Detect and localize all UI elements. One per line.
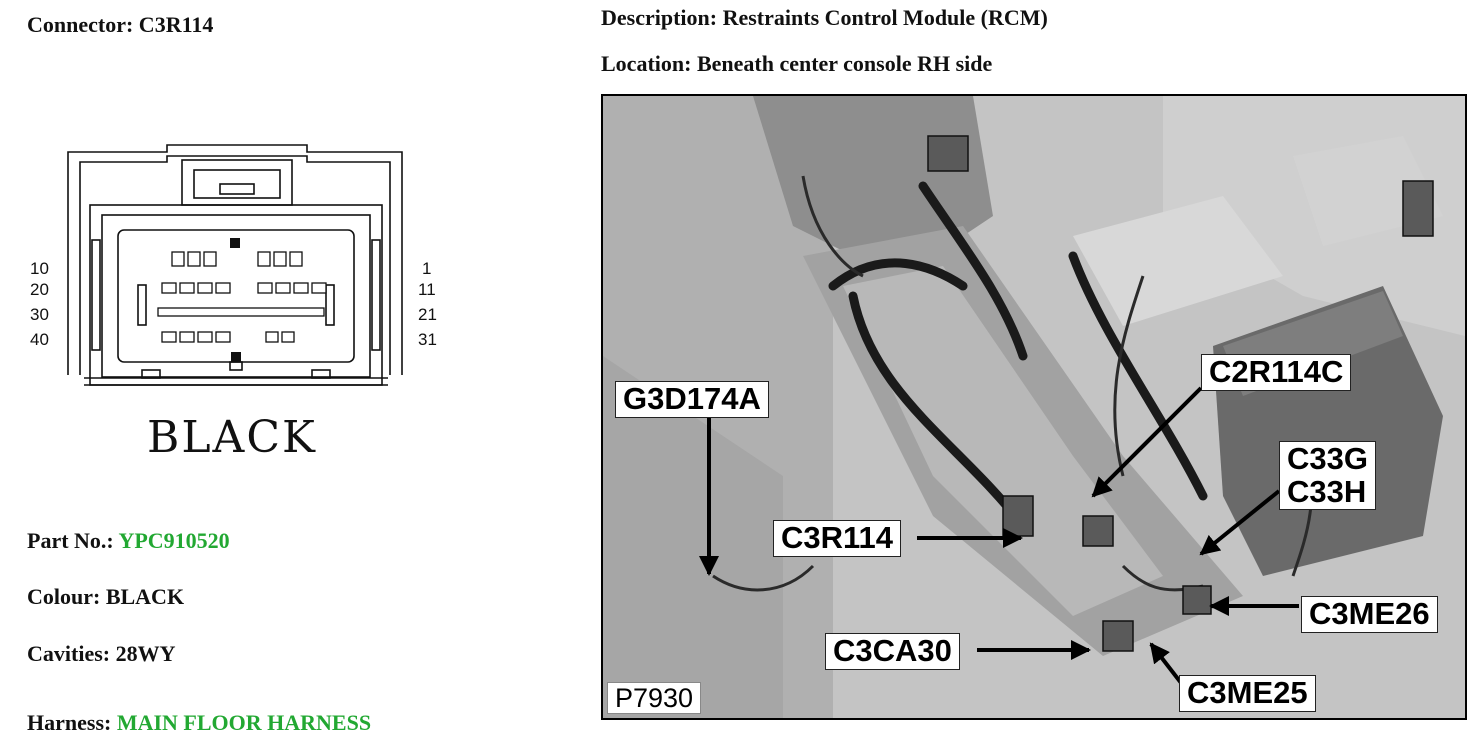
description-heading: Description: Restraints Control Module (… bbox=[601, 5, 1048, 30]
harness-row: Harness: MAIN FLOOR HARNESS bbox=[27, 710, 371, 736]
part-number-row: Part No.: YPC910520 bbox=[27, 528, 230, 554]
location-photo: G3D174A C2R114C C33G C33H C3R114 C3ME26 … bbox=[601, 94, 1467, 720]
connector-housing-outline bbox=[67, 144, 403, 375]
pin-label-21: 21 bbox=[418, 305, 437, 324]
connector-color-text: BLACK bbox=[147, 412, 317, 463]
callout-c3r114: C3R114 bbox=[773, 520, 902, 557]
colour-row: Colour: BLACK bbox=[27, 584, 185, 609]
arrow-c2r114c bbox=[1091, 386, 1203, 498]
photo-id-label: P7930 bbox=[607, 682, 702, 715]
pin-label-30: 30 bbox=[30, 305, 49, 324]
pin-label-20: 20 bbox=[30, 280, 49, 299]
location-heading: Location: Beneath center console RH side bbox=[601, 51, 993, 76]
callout-c3me26: C3ME26 bbox=[1301, 596, 1438, 633]
part-number-label: Part No.: bbox=[27, 528, 114, 553]
harness-label: Harness: bbox=[27, 710, 112, 735]
pin-label-10: 10 bbox=[30, 259, 49, 278]
cavities-row: Cavities: 28WY bbox=[27, 641, 176, 666]
arrow-c33g bbox=[1199, 489, 1281, 556]
pin-label-31: 31 bbox=[418, 330, 437, 349]
connector-face-diagram: 10 20 30 40 1 11 21 31 BLACK bbox=[30, 144, 437, 463]
callout-c3me25: C3ME25 bbox=[1179, 675, 1316, 712]
callout-c3ca30: C3CA30 bbox=[825, 633, 960, 670]
harness-value: MAIN FLOOR HARNESS bbox=[116, 710, 372, 735]
callout-g3d174a: G3D174A bbox=[615, 381, 769, 418]
latch-tab bbox=[219, 183, 255, 195]
pin-label-1: 1 bbox=[422, 259, 431, 278]
pin-label-11: 11 bbox=[418, 280, 436, 299]
callout-c33g-c33h: C33G C33H bbox=[1279, 441, 1376, 511]
part-number-value: YPC910520 bbox=[118, 528, 230, 553]
connector-heading: Connector: C3R114 bbox=[27, 12, 214, 37]
pin-label-40: 40 bbox=[30, 330, 49, 349]
callout-c2r114c: C2R114C bbox=[1201, 354, 1352, 391]
